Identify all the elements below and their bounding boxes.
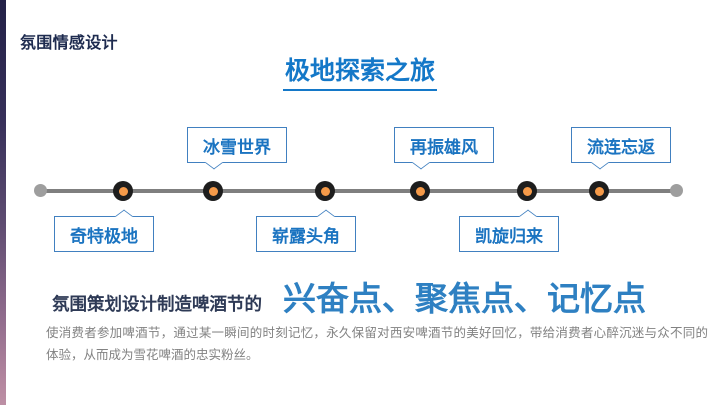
timeline-end-dot — [670, 184, 683, 197]
slide-title: 极地探索之旅 — [282, 57, 437, 91]
headline-lead: 氛围策划设计制造啤酒节的 — [52, 294, 262, 314]
callout-label: 流连忘返 — [587, 137, 655, 157]
title-container: 极地探索之旅 — [0, 57, 720, 91]
callout-stage-2: 冰雪世界 — [187, 127, 287, 163]
callout-stage-6: 流连忘返 — [571, 127, 671, 163]
callout-label: 奇特极地 — [70, 226, 138, 246]
callout-stage-5: 凯旋归来 — [459, 216, 559, 252]
headline-row: 氛围策划设计制造啤酒节的 兴奋点、聚焦点、记忆点 — [52, 280, 646, 317]
timeline-node-4 — [410, 181, 430, 201]
timeline-line — [40, 189, 678, 193]
timeline-node-6 — [589, 181, 609, 201]
headline-emphasis: 兴奋点、聚焦点、记忆点 — [283, 280, 646, 317]
left-accent-bar — [0, 0, 6, 405]
callout-stage-4: 再振雄风 — [394, 127, 494, 163]
callout-label: 冰雪世界 — [203, 137, 271, 157]
callout-stage-3: 崭露头角 — [256, 216, 356, 252]
callout-label: 崭露头角 — [272, 226, 340, 246]
callout-label: 凯旋归来 — [475, 226, 543, 246]
timeline-start-dot — [34, 184, 47, 197]
timeline-node-3 — [315, 181, 335, 201]
callout-label: 再振雄风 — [410, 137, 478, 157]
page-header: 氛围情感设计 — [20, 35, 118, 52]
timeline-node-1 — [113, 181, 133, 201]
callout-stage-1: 奇特极地 — [54, 216, 154, 252]
timeline-node-2 — [203, 181, 223, 201]
body-paragraph: 使消费者参加啤酒节，通过某一瞬间的时刻记忆，永久保留对西安啤酒节的美好回忆，带给… — [46, 326, 708, 362]
timeline-node-5 — [517, 181, 537, 201]
